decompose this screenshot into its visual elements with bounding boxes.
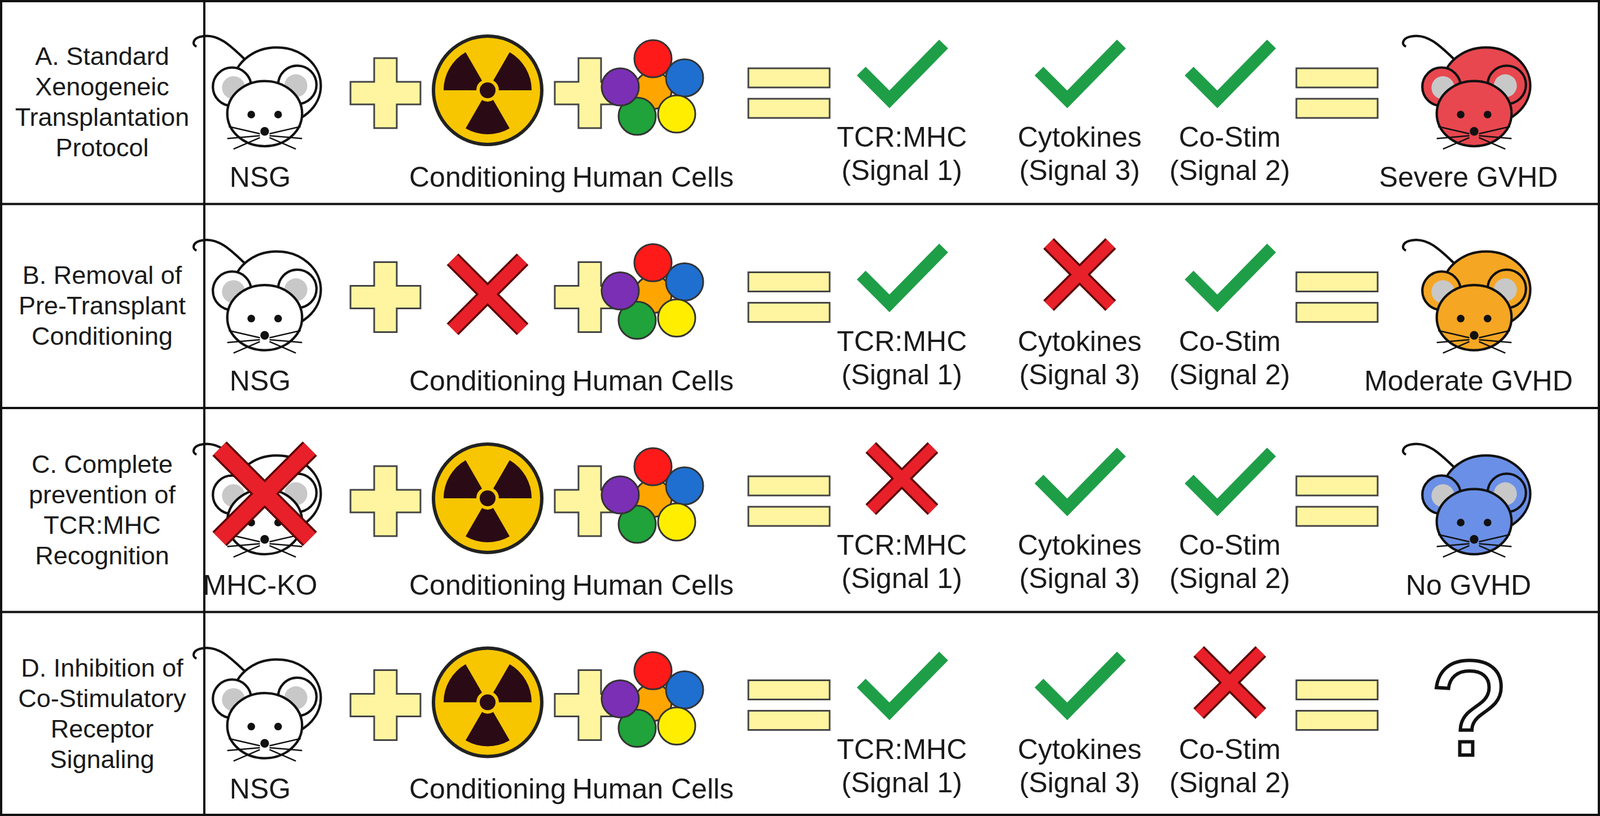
item-label: Human Cells (540, 364, 766, 398)
equals-sign (1296, 680, 1378, 731)
item-label: Conditioning (374, 160, 601, 195)
radiation-symbol (433, 444, 542, 553)
item-label: Cytokines (Signal 3) (994, 325, 1165, 392)
check-mark (861, 44, 944, 100)
plus-sign (350, 670, 421, 741)
outcome-label: ? (1344, 640, 1593, 777)
item-label: Conditioning (374, 772, 601, 806)
equals-sign (748, 272, 830, 323)
item-label: Conditioning (374, 568, 601, 603)
row-title: D. Inhibition of Co-Stimulatory Receptor… (6, 652, 199, 775)
item-label: Cytokines (Signal 3) (994, 120, 1165, 188)
row-line (0, 611, 1600, 614)
mouse-icon (193, 36, 321, 150)
equals-sign (748, 680, 830, 731)
equals-sign (1296, 272, 1378, 323)
x-mark (452, 259, 523, 330)
check-mark (1189, 248, 1272, 304)
item-label: Human Cells (540, 160, 766, 195)
plus-sign (350, 466, 421, 537)
human-cells-icon (601, 40, 704, 135)
check-mark (1189, 44, 1272, 100)
mouse-icon (1403, 239, 1531, 354)
equals-sign (748, 476, 830, 526)
mouse-icon (193, 239, 321, 354)
mouse-icon (1403, 36, 1531, 150)
item-label: Co-Stim (Signal 2) (1145, 733, 1315, 800)
human-cells-icon (601, 448, 704, 543)
row-title: B. Removal of Pre-Transplant Conditionin… (6, 260, 199, 352)
equals-sign (1296, 476, 1378, 526)
item-label: NSG (141, 160, 379, 195)
human-cells-icon (601, 244, 704, 340)
item-label: Cytokines (Signal 3) (994, 733, 1165, 800)
item-label: Co-Stim (Signal 2) (1145, 528, 1315, 596)
outcome-label: No GVHD (1344, 568, 1593, 603)
row-line (0, 406, 1600, 410)
item-label: TCR:MHC (Signal 1) (817, 120, 987, 188)
equals-sign (1296, 68, 1378, 118)
check-mark (861, 248, 944, 304)
check-mark (1039, 656, 1122, 712)
plus-sign (350, 58, 421, 129)
x-mark (219, 448, 310, 539)
x-mark (1048, 243, 1111, 306)
item-label: MHC-KO (141, 568, 379, 603)
mouse-icon (193, 444, 321, 558)
row-title: A. Standard Xenogeneic Transplantation P… (6, 41, 199, 164)
item-label: Conditioning (374, 364, 601, 398)
x-mark (870, 447, 933, 510)
human-cells-icon (601, 652, 704, 748)
outcome-label: Moderate GVHD (1344, 364, 1593, 398)
plus-sign (350, 262, 421, 333)
item-label: NSG (141, 772, 379, 806)
item-label: Co-Stim (Signal 2) (1145, 120, 1315, 188)
mouse-icon (193, 647, 321, 762)
item-label: TCR:MHC (Signal 1) (817, 325, 987, 392)
item-label: Human Cells (540, 568, 766, 603)
check-mark (1039, 44, 1122, 100)
x-mark (1198, 651, 1261, 714)
item-label: NSG (141, 364, 379, 398)
row-title: C. Complete prevention of TCR:MHC Recogn… (6, 449, 199, 572)
item-label: Co-Stim (Signal 2) (1145, 325, 1315, 392)
radiation-symbol (433, 36, 542, 145)
mouse-icon (1403, 444, 1531, 558)
outcome-label: Severe GVHD (1344, 160, 1593, 195)
check-mark (1189, 452, 1272, 508)
item-label: TCR:MHC (Signal 1) (817, 528, 987, 596)
item-label: Cytokines (Signal 3) (994, 528, 1165, 596)
item-label: Human Cells (540, 772, 766, 806)
equals-sign (748, 68, 830, 118)
row-line (0, 203, 1600, 206)
item-label: TCR:MHC (Signal 1) (817, 733, 987, 800)
check-mark (861, 656, 944, 712)
radiation-symbol (433, 648, 542, 757)
check-mark (1039, 452, 1122, 508)
